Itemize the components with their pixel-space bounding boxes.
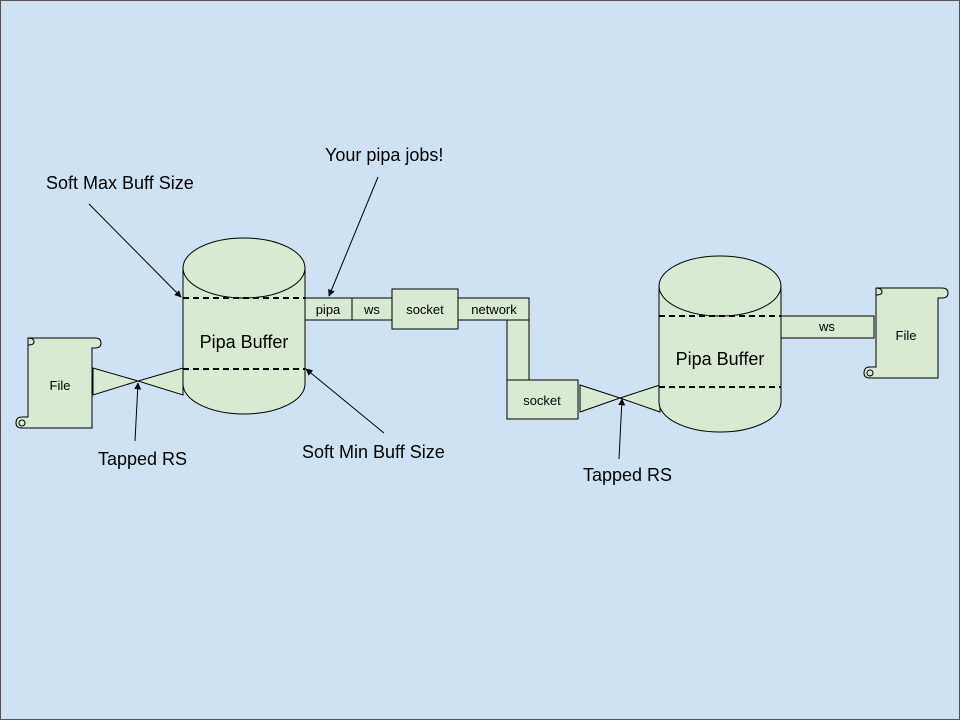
soft-max-label: Soft Max Buff Size [46,173,194,193]
right-file-label: File [896,328,917,343]
soft-min-arrow [305,368,385,434]
right-pipe-ws: ws [818,319,835,334]
left-buffer-cylinder: Pipa Buffer [182,237,306,415]
tapped-rs-left-label: Tapped RS [98,449,187,469]
soft-max-arrow [88,203,182,298]
pipe-segment-pipa: pipa [316,302,341,317]
left-file-scroll: File [15,337,102,429]
right-buffer-cylinder: Pipa Buffer [658,255,782,433]
pipe-segment-ws: ws [363,302,380,317]
tapped-rs-right-arrow [618,398,626,460]
pipe-segment-network: network [471,302,517,317]
right-socket-label: socket [523,393,561,408]
left-buffer-label: Pipa Buffer [200,332,289,352]
right-file-scroll: File [863,287,949,379]
right-socket-box: socket [506,379,579,420]
tapped-rs-right-label: Tapped RS [583,465,672,485]
your-jobs-label: Your pipa jobs! [325,145,443,165]
left-pipe: pipa ws socket network [304,288,530,381]
tapped-rs-left-arrow [134,382,142,442]
right-buffer-label: Pipa Buffer [676,349,765,369]
left-file-label: File [50,378,71,393]
your-jobs-arrow [328,176,379,297]
soft-min-label: Soft Min Buff Size [302,442,445,462]
right-pipe: ws [780,315,875,339]
pipe-segment-socket: socket [406,302,444,317]
right-valve [579,384,661,413]
